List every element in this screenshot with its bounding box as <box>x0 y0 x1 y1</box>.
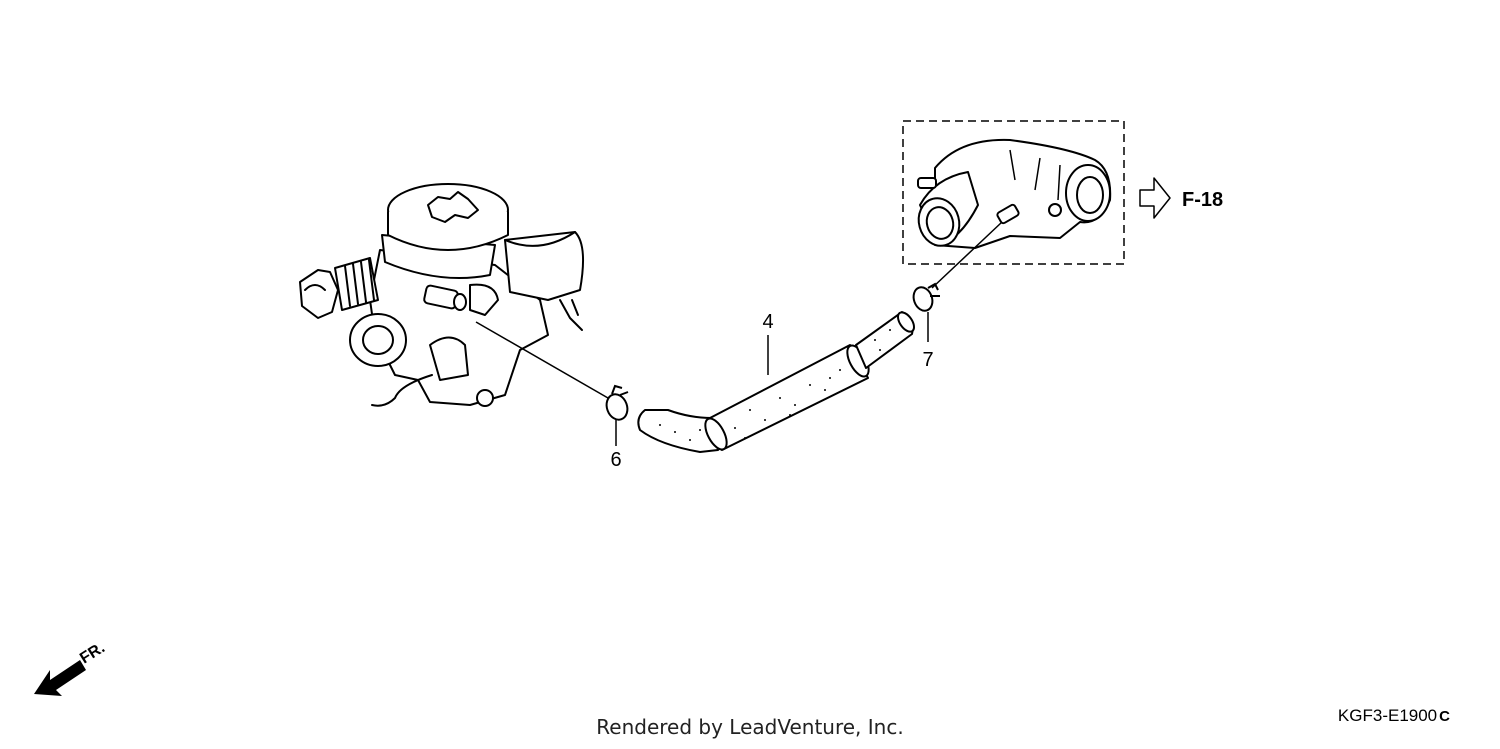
diagram-code-main: KGF3-E1900 <box>1337 706 1438 725</box>
reference-label[interactable]: F-18 <box>1182 189 1223 211</box>
hose-illustration[interactable] <box>637 310 917 453</box>
callout-part-4: 4 <box>762 311 773 333</box>
reference-box <box>902 120 1125 265</box>
diagram-code-suffix: C <box>1439 708 1450 725</box>
leader-lines <box>475 221 1003 446</box>
hose-clip-icon-6[interactable] <box>603 384 631 423</box>
hose-clip-icon-7[interactable] <box>910 282 940 313</box>
carburetor-illustration[interactable] <box>299 183 585 407</box>
credit-text: Rendered by LeadVenture, Inc. <box>596 715 904 739</box>
callout-part-6: 6 <box>610 449 621 471</box>
front-direction-arrow-icon <box>34 660 86 696</box>
intake-manifold-illustration[interactable] <box>913 138 1112 250</box>
callout-part-7: 7 <box>922 349 933 371</box>
hollow-arrow-right-icon[interactable] <box>1139 177 1171 219</box>
